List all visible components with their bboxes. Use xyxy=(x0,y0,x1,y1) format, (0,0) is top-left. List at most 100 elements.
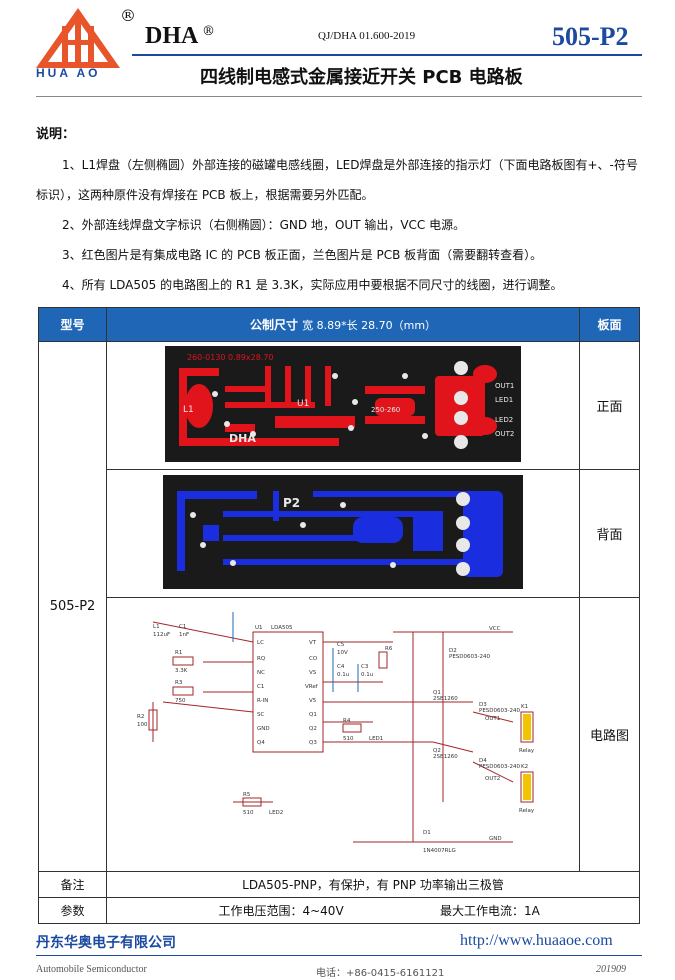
schem-led1: LED1 xyxy=(369,736,383,742)
pcb-label-l1: L1 xyxy=(183,405,194,415)
note-item-4: 4、所有 LDA505 的电路图上的 R1 是 3.3K，实际应用中要根据不同尺… xyxy=(62,278,563,292)
footer-date: 201909 xyxy=(596,964,626,975)
pcb-front-cell: 260-0130 0.89x28.70 L1 U1 DHA OUT1 LED1 … xyxy=(106,341,580,470)
schem-gnd: GND xyxy=(489,836,502,842)
pcb-label-p2: P2 xyxy=(283,496,300,510)
header: HUA AO ® DHA ® QJ/DHA 01.600-2019 505-P2… xyxy=(0,0,675,98)
schem-q2: Q2 xyxy=(433,748,441,754)
schem-c1: C1 xyxy=(257,684,264,690)
schem-gnd-pin: GND xyxy=(257,726,270,732)
schem-c4-val: 0.1u xyxy=(337,672,349,678)
model-number: 505-P2 xyxy=(552,22,629,51)
schem-lc: LC xyxy=(257,640,264,646)
schem-r-in: R-IN xyxy=(257,698,268,704)
remark-value: LDA505-PNP，有保护，有 PNP 功率输出三极管 xyxy=(106,871,640,898)
col-size-header: 公制尺寸 宽 8.89*长 28.70（mm） xyxy=(106,307,580,342)
notes-heading: 说明： xyxy=(36,127,76,142)
brand-name: DHA xyxy=(145,23,199,49)
schem-co: CO xyxy=(309,656,318,662)
pcb-label-out1: OUT1 xyxy=(495,382,514,390)
schem-r2-val: 100 xyxy=(137,722,148,728)
schem-r5: R5 xyxy=(243,792,251,798)
param-label: 参数 xyxy=(38,897,107,924)
circuit-label: 电路图 xyxy=(579,597,640,872)
schem-vs: VS xyxy=(309,670,317,676)
doc-number: QJ/DHA 01.600-2019 xyxy=(318,30,416,42)
schem-d2-type: PESD0603-240 xyxy=(449,654,490,660)
schematic-cell: U1 LDA505 LC RQ NC C1 R-IN SC GND Q4 VT … xyxy=(106,597,580,872)
schem-c1-val: 1nF xyxy=(179,632,189,638)
front-label: 正面 xyxy=(579,341,640,470)
header-bottom-rule xyxy=(36,96,642,97)
schem-r3: R3 xyxy=(175,680,183,686)
schem-c3-val: 0.1u xyxy=(361,672,373,678)
schem-d2: D2 xyxy=(449,648,457,654)
schem-out2: OUT2 xyxy=(485,776,500,782)
note-item-3: 3、红色图片是有集成电路 IC 的 PCB 板正面，兰色图片是 PCB 板背面（… xyxy=(62,248,543,262)
pcb-label-u1: U1 xyxy=(297,399,309,409)
pcb-label-250-260: 250-260 xyxy=(371,406,400,414)
schem-u1: U1 xyxy=(255,625,263,631)
company-url[interactable]: http://www.huaaoe.com xyxy=(460,932,613,949)
pcb-back-cell: P2 xyxy=(106,469,580,598)
schem-rq: RQ xyxy=(257,656,266,662)
col-size-value: 宽 8.89*长 28.70（mm） xyxy=(302,319,437,332)
schem-l1-val: 112uF xyxy=(153,632,170,638)
spec-table: 型号 公制尺寸 宽 8.89*长 28.70（mm） 板面 505-P2 xyxy=(38,307,640,924)
schem-k1: K1 xyxy=(521,704,528,710)
brand-registered-mark: ® xyxy=(202,24,215,39)
schem-relay1: Relay xyxy=(519,748,535,754)
schem-q1-pin: Q1 xyxy=(309,712,317,718)
pcb-label-out2: OUT2 xyxy=(495,430,514,438)
param-values: 工作电压范围：4~40V 最大工作电流：1A xyxy=(106,897,640,924)
schem-r6: R6 xyxy=(385,646,393,652)
schem-d3: D3 xyxy=(479,702,487,708)
schem-d1-type: 1N4007RLG xyxy=(423,848,456,854)
schem-q2-pin: Q2 xyxy=(309,726,317,732)
pcb-label-led2: LED2 xyxy=(495,416,513,424)
schem-c4: C4 xyxy=(337,664,345,670)
notes-section: 说明： 1、L1焊盘（左侧椭圆）外部连接的磁罐电感线圈，LED焊盘是外部连接的指… xyxy=(36,120,642,300)
pcb-front-image: 260-0130 0.89x28.70 L1 U1 DHA OUT1 LED1 … xyxy=(165,346,521,462)
schem-c5: C5 xyxy=(337,642,345,648)
header-divider xyxy=(132,54,642,56)
model-cell: 505-P2 xyxy=(38,341,107,872)
logo-text: HUA AO xyxy=(36,66,101,80)
schem-d3-type: PESD0603-240 xyxy=(479,708,520,714)
schem-c1-cap: C1 xyxy=(179,624,186,630)
registered-mark: ® xyxy=(120,6,136,25)
back-label: 背面 xyxy=(579,469,640,598)
schem-q1-type: 2SB1260 xyxy=(433,696,458,702)
schem-lda505: LDA505 xyxy=(271,625,293,631)
param-voltage: 工作电压范围：4~40V xyxy=(218,904,344,918)
pcb-front-top-text: 260-0130 0.89x28.70 xyxy=(187,353,274,362)
footer-divider xyxy=(36,955,642,956)
schem-r4: R4 xyxy=(343,718,351,724)
schem-out1: OUT1 xyxy=(485,716,500,722)
schem-r1: R1 xyxy=(175,650,182,656)
hua-ao-logo xyxy=(36,8,120,68)
pcb-back-image: P2 xyxy=(163,475,523,589)
schem-q1: Q1 xyxy=(433,690,441,696)
col-size-label: 公制尺寸 xyxy=(249,318,298,332)
footer-left: Automobile Semiconductor xyxy=(36,964,147,975)
schem-vcc: VCC xyxy=(489,626,501,632)
page-title: 四线制电感式金属接近开关 PCB 电路板 xyxy=(200,67,523,88)
schem-l1: L1 xyxy=(153,624,160,630)
pcb-label-dha: DHA xyxy=(229,432,256,445)
schem-relay2: Relay xyxy=(519,808,535,814)
schem-v5: V5 xyxy=(309,698,317,704)
note-item-2: 2、外部连线焊盘文字标识（右侧椭圆）：GND 地，OUT 输出，VCC 电源。 xyxy=(62,218,466,232)
schem-d4: D4 xyxy=(479,758,487,764)
schem-r4-val: 510 xyxy=(343,736,354,742)
company-name: 丹东华奥电子有限公司 xyxy=(36,935,176,951)
note-item-1: 1、L1焊盘（左侧椭圆）外部连接的磁罐电感线圈，LED焊盘是外部连接的指示灯（下… xyxy=(36,158,638,202)
schem-d4-type: PESD0603-240 xyxy=(479,764,520,770)
remark-label: 备注 xyxy=(38,871,107,898)
schem-vt: VT xyxy=(309,640,317,646)
schem-sc: SC xyxy=(257,712,264,718)
schem-r2: R2 xyxy=(137,714,144,720)
schem-d1: D1 xyxy=(423,830,431,836)
schem-led2: LED2 xyxy=(269,810,283,816)
schem-r5-val: 510 xyxy=(243,810,254,816)
